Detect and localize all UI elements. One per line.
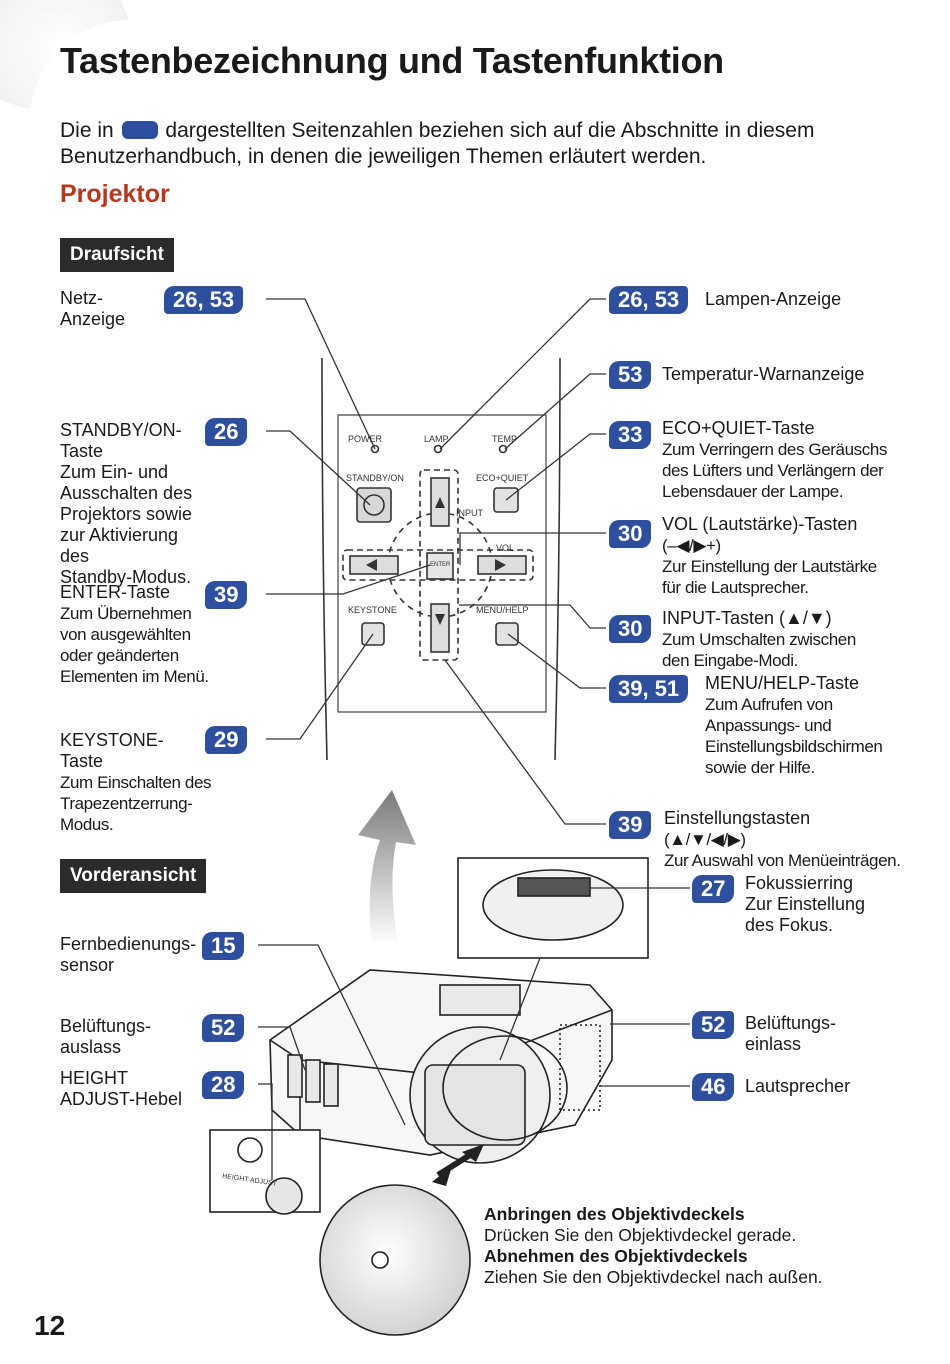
label-lamp: Lampen-Anzeige [705, 289, 842, 309]
callout-keystone: KEYSTONE- Taste Zum Einschalten des Trap… [60, 730, 220, 835]
control-panel-drawing [321, 357, 561, 761]
label-temp: Temperatur-Warnanzeige [662, 364, 865, 384]
desc-focus: Zur Einstellung des Fokus. [745, 894, 866, 935]
page-corner-mask [30, 20, 230, 220]
page-badge-standby: 26 [205, 418, 248, 446]
page-badge-speaker: 46 [692, 1073, 735, 1101]
panel-label-vol: VOL [496, 543, 514, 553]
section-title: Projektor [60, 180, 170, 208]
page-badge-exhaust-vent: 52 [202, 1014, 245, 1042]
callout-standby: STANDBY/ON- Taste Zum Ein- und Ausschalt… [60, 420, 210, 588]
page-badge-keystone: 29 [205, 726, 248, 754]
panel-label-standby: STANDBY/ON [346, 473, 404, 483]
lens-cap-remove-title: Abnehmen des Objektivdeckels [484, 1246, 748, 1266]
panel-label-keystone: KEYSTONE [348, 605, 397, 615]
label-speaker: Lautsprecher [745, 1076, 851, 1096]
label-remote-sensor: Fernbedienungs- sensor [60, 934, 197, 975]
desc-menu: Zum Aufrufen von Anpassungs- und Einstel… [705, 695, 883, 777]
page-badge-adjust: 39 [609, 811, 652, 839]
lens-cap-note: Anbringen des Objektivdeckels Drücken Si… [484, 1204, 823, 1288]
panel-label-power: POWER [348, 434, 383, 444]
page-badge-intake-vent: 52 [692, 1011, 735, 1039]
callout-vol: VOL (Lautstärke)-Tasten (–◀/▶+) Zur Eins… [662, 514, 922, 598]
lens-cap-attach-title: Anbringen des Objektivdeckels [484, 1204, 745, 1224]
callout-input: INPUT-Tasten (▲/▼) Zum Umschalten zwisch… [662, 608, 922, 671]
label-vol: VOL (Lautstärke)-Tasten [662, 514, 858, 534]
desc-standby: Zum Ein- und Ausschalten des Projektors … [60, 462, 193, 587]
panel-label-input: INPUT [456, 508, 484, 518]
label-intake-vent: Belüftungs- einlass [745, 1013, 837, 1054]
label-adjust: Einstellungstasten [664, 808, 811, 828]
label-menu: MENU/HELP-Taste [705, 673, 860, 693]
callout-eco: ECO+QUIET-Taste Zum Verringern des Geräu… [662, 418, 922, 502]
label-exhaust-vent: Belüftungs- auslass [60, 1016, 152, 1057]
label-eco: ECO+QUIET-Taste [662, 418, 815, 438]
page-badge-vol: 30 [609, 520, 652, 548]
desc-input: Zum Umschalten zwischen den Eingabe-Modi… [662, 630, 856, 670]
page-badge-menu: 39, 51 [609, 675, 689, 703]
callout-enter: ENTER-Taste Zum Übernehmen von ausgewähl… [60, 582, 220, 687]
panel-label-temp: TEMP [492, 434, 517, 444]
top-view-heading: Draufsicht [60, 238, 174, 272]
label-input: INPUT-Tasten (▲/▼) [662, 608, 832, 628]
page-badge-lamp: 26, 53 [609, 286, 689, 314]
intro-after: dargestellten Seitenzahlen beziehen sich… [60, 119, 815, 168]
page-badge-eco: 33 [609, 421, 652, 449]
label-keystone: KEYSTONE- Taste [60, 730, 164, 771]
callout-adjust: Einstellungstasten (▲/▼/◀/▶) Zur Auswahl… [664, 808, 934, 871]
page-ref-pill-icon [121, 121, 158, 139]
desc-keystone: Zum Einschalten des Trapezentzerrung- Mo… [60, 773, 212, 834]
callout-menu: MENU/HELP-Taste Zum Aufrufen von Anpassu… [705, 673, 925, 778]
desc-vol: (–◀/▶+) Zur Einstellung der Lautstärke f… [662, 536, 877, 597]
lens-cap-attach-text: Drücken Sie den Objektivdeckel gerade. [484, 1225, 797, 1245]
page-title: Tastenbezeichnung und Tastenfunktion [60, 40, 724, 81]
callout-focus: Fokussierring Zur Einstellung des Fokus. [745, 873, 925, 936]
panel-label-eco: ECO+QUIET [476, 473, 529, 483]
desc-enter: Zum Übernehmen von ausgewählten oder geä… [60, 604, 209, 686]
page-badge-input: 30 [609, 615, 652, 643]
page-badge-enter: 39 [205, 581, 248, 609]
label-standby: STANDBY/ON- Taste [60, 420, 182, 461]
desc-eco: Zum Verringern des Geräuschs des Lüfters… [662, 440, 888, 501]
label-enter: ENTER-Taste [60, 582, 171, 602]
intro-before: Die in [60, 119, 114, 142]
front-view-heading: Vorderansicht [60, 859, 207, 893]
page-badge-power-indicator: 26, 53 [164, 286, 244, 314]
label-power-indicator: Netz- Anzeige [60, 288, 126, 329]
page-number: 12 [34, 1310, 66, 1341]
label-focus: Fokussierring [745, 873, 854, 893]
intro-text: Die in dargestellten Seitenzahlen bezieh… [60, 118, 920, 170]
lens-cap-remove-text: Ziehen Sie den Objektivdeckel nach außen… [484, 1267, 823, 1287]
panel-label-menu: MENU/HELP [476, 605, 529, 615]
page-badge-temp: 53 [609, 361, 652, 389]
label-height-adjust: HEIGHT ADJUST-Hebel [60, 1068, 183, 1109]
page-badge-remote-sensor: 15 [202, 932, 245, 960]
page-badge-focus: 27 [692, 875, 735, 903]
panel-label-enter: ENTER [430, 562, 451, 568]
desc-adjust: (▲/▼/◀/▶) Zur Auswahl von Menüeinträgen. [664, 830, 901, 870]
page-badge-height-adjust: 28 [202, 1071, 245, 1099]
panel-label-lamp: LAMP [424, 434, 449, 444]
